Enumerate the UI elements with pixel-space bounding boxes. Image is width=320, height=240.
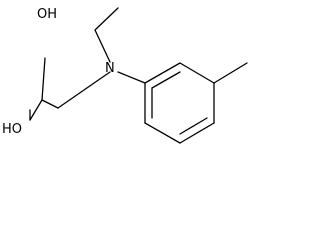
hydroxyl-upper-label: OH [37, 7, 57, 22]
structural-formula: OH HO N [2, 7, 248, 144]
bond-ch2-ch3 [94, 7, 119, 31]
bond-n-aryl [117, 71, 146, 84]
hydroxyl-lower-label: HO [2, 122, 22, 137]
bond-n-ch2 [94, 29, 111, 63]
ring-bond-1 [144, 62, 181, 84]
ring-double-bond-2 [179, 117, 208, 135]
nitrogen-label: N [105, 61, 115, 76]
ring-bond-2 [179, 62, 215, 84]
bond-c2-o2 [41, 57, 46, 101]
ring-bond-5 [144, 122, 181, 144]
bond-ring-methyl [213, 62, 248, 84]
bond-c2-c3 [41, 99, 59, 109]
bond-c1-c2 [29, 99, 43, 121]
ring-bond-4 [179, 122, 215, 144]
bond-group [29, 7, 248, 144]
ring-double-bond-1 [151, 71, 181, 89]
bond-c3-n [57, 71, 111, 109]
atom-labels: OH HO N [2, 7, 115, 137]
